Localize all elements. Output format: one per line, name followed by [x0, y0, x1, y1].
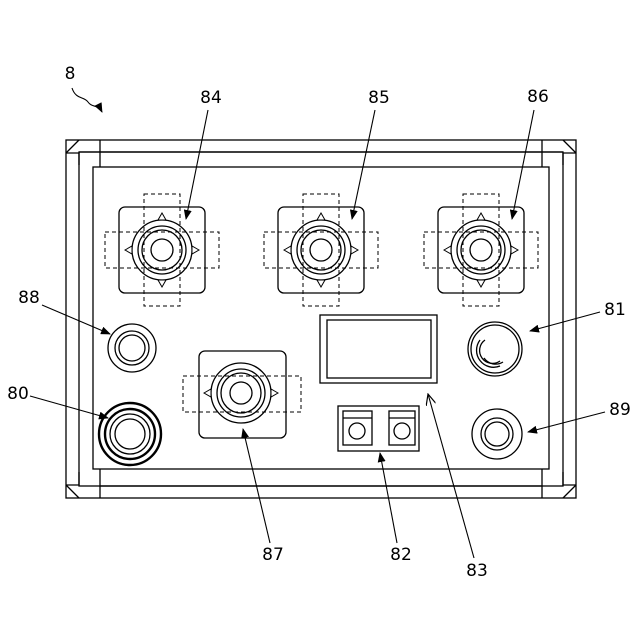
- label-85: 85: [368, 88, 390, 108]
- label-82: 82: [390, 545, 412, 565]
- label-81: 81: [604, 300, 626, 320]
- joystick-85[interactable]: [264, 194, 378, 306]
- joystick-86[interactable]: [424, 194, 538, 306]
- label-86: 86: [527, 87, 549, 107]
- label-80: 80: [7, 384, 29, 404]
- label-fig-8: 8: [65, 64, 76, 84]
- figure-reference: 8: [65, 64, 102, 112]
- joystick-84[interactable]: [105, 194, 219, 306]
- label-88: 88: [18, 288, 40, 308]
- joystick-87[interactable]: [183, 351, 301, 438]
- label-87: 87: [262, 545, 284, 565]
- label-84: 84: [200, 88, 222, 108]
- label-89: 89: [609, 400, 631, 420]
- label-83: 83: [466, 561, 488, 581]
